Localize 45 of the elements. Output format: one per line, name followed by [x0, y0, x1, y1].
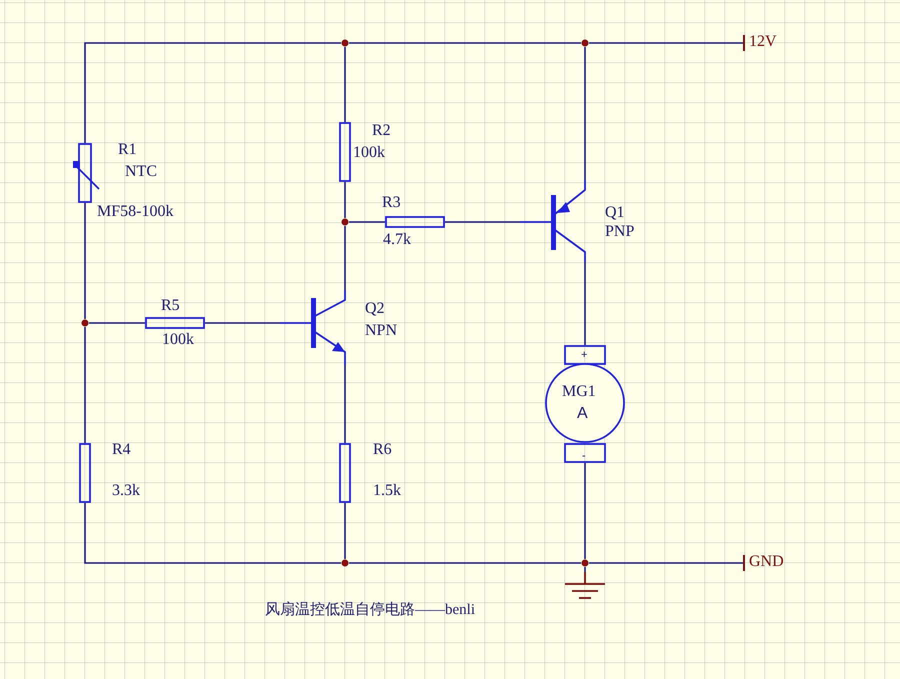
component-label: R3 [382, 194, 401, 212]
port-label: GND [749, 553, 784, 571]
component-label: Q2 [365, 300, 385, 318]
part-number-label: MF58-100k [97, 203, 174, 221]
wire [349, 562, 581, 564]
wire [445, 221, 520, 223]
polarity-label: + [581, 348, 588, 363]
wire [344, 47, 346, 122]
component-label: R5 [161, 297, 180, 315]
value-label: 100k [353, 144, 385, 162]
wire [584, 262, 586, 345]
wire [584, 567, 586, 572]
wire [344, 182, 346, 218]
component-label: R1 [118, 141, 137, 159]
wire [84, 203, 86, 319]
wire [344, 365, 346, 443]
caption: 风扇温控低温自停电路——benli [265, 601, 475, 619]
component-label: MG1 [562, 383, 596, 401]
wire [84, 42, 341, 143]
value-label: 1.5k [373, 482, 401, 500]
motor-type-label: A [577, 405, 588, 423]
value-label: 100k [162, 331, 194, 349]
wire [584, 463, 586, 559]
component-label: R2 [372, 122, 391, 140]
value-label: PNP [605, 223, 634, 241]
wire [584, 47, 586, 180]
value-label: 3.3k [112, 482, 140, 500]
wire [349, 42, 581, 44]
wire [84, 503, 341, 564]
wire [349, 221, 385, 223]
wire [344, 226, 346, 290]
wire [84, 327, 86, 443]
wire [589, 562, 743, 564]
polarity-label: - [582, 449, 586, 464]
type-label: NTC [125, 163, 157, 181]
component-label: Q1 [605, 204, 625, 222]
value-label: NPN [365, 322, 398, 340]
wire [589, 42, 743, 44]
port-label: 12V [749, 33, 777, 51]
wire [344, 503, 346, 559]
component-label: R4 [112, 441, 131, 459]
value-label: 4.7k [383, 231, 411, 249]
wire [89, 322, 145, 324]
wire [205, 322, 280, 324]
component-label: R6 [373, 441, 392, 459]
